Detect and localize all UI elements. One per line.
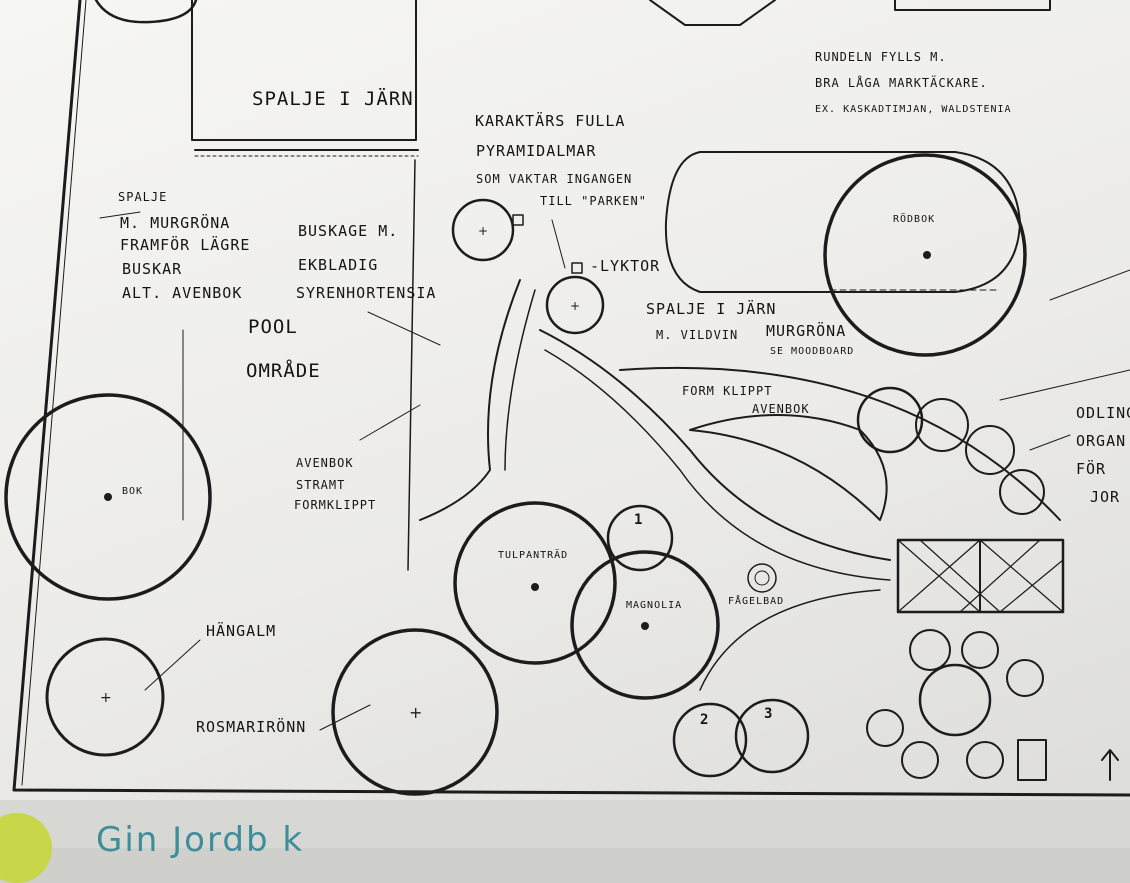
label-shrubs-3: SYRENHORTENSIA [296,284,437,302]
lantern-marker-1 [512,214,524,226]
label-red-beech: RÖDBOK [893,214,936,225]
weeping-elm-tree: + [45,637,165,757]
shrub-number-1: 1 [634,512,644,528]
label-roundel-3: EX. KASKADTIMJAN, WALDSTENIA [815,104,1012,115]
iron-trellis-top [194,149,419,157]
label-birdbath: FÅGELBAD [728,596,785,607]
label-trellis-left-4: BUSKAR [122,260,183,278]
gate-bottom-right [1017,739,1119,781]
label-lantern: -LYKTOR [590,257,661,275]
roundel-bed [664,151,1021,293]
property-boundary [12,0,1130,797]
label-pool-2: OMRÅDE [246,360,321,382]
footer-heading: Gin Jordb k [96,820,305,860]
tulip-tree [453,501,617,665]
label-hornbeam-2: STRAMT [296,478,346,492]
beech-tree [4,393,212,601]
pergola-trellis [896,538,1065,614]
label-trellis-vine-1: SPALJE I JÄRN [646,300,777,318]
garden-plan-drawing: + + + + [4,0,1130,797]
label-shrubs-2: EKBLADIG [298,256,379,274]
label-hedge-1: FORM KLIPPT [682,384,773,398]
label-roundel-2: BRA LÅGA MARKTÄCKARE. [815,76,988,90]
label-shrubs-1: BUSKAGE M. [298,222,399,240]
pyramid-elm-right: + [545,275,605,335]
annotation-leader-lines [99,211,1130,731]
label-hornbeam-1: AVENBOK [296,456,354,470]
label-tulip-tree: TULPANTRÄD [498,550,569,561]
label-hornbeam-3: FORMKLIPPT [294,498,377,512]
svg-text:+: + [100,690,112,706]
garden-paths [419,279,1061,691]
house-outline-right [649,0,1051,26]
label-pyramid-1: KARAKTÄRS FULLA [475,112,626,130]
label-trellis-left-1: SPALJE [118,190,168,204]
label-hedge-2: AVENBOK [752,402,810,416]
label-cultivation-1: ODLING [1076,404,1130,422]
shrub-number-2: 2 [700,712,710,728]
page-footer-strip [0,800,1130,848]
label-rowan: ROSMARIRÖNN [196,718,307,736]
label-trellis-left-3: FRAMFÖR LÄGRE [120,236,251,254]
pool-area-outline [182,159,416,571]
label-beech: BOK [122,486,144,497]
label-pyramid-2: PYRAMIDALMAR [476,142,597,160]
label-pyramid-3: SOM VAKTAR INGANGEN [476,172,633,186]
label-magnolia: MAGNOLIA [626,600,683,611]
svg-text:+: + [570,299,580,313]
label-pyramid-4: TILL "PARKEN" [540,194,647,208]
label-trellis-left-5: ALT. AVENBOK [122,284,243,302]
label-cultivation-4: JOR [1090,488,1121,506]
shrub-2 [672,702,748,778]
label-pool-1: POOL [248,316,298,338]
red-beech-tree [823,153,1027,357]
shrub-number-3: 3 [764,706,774,722]
birdbath [747,563,777,593]
shrub-1 [606,504,674,572]
label-cultivation-3: FÖR [1076,460,1107,478]
svg-text:+: + [478,224,488,238]
magnolia-tree [570,550,720,700]
house-outline-left [191,0,417,141]
label-trellis-left-2: M. MURGRÖNA [120,214,231,232]
shrub-3 [734,698,810,774]
label-trellis-vine-3: MURGRÖNA [766,322,847,340]
pyramid-elm-left: + [451,198,515,262]
label-trellis-vine-4: SE MOODBOARD [770,346,855,357]
label-trellis-vine-2: M. VILDVIN [656,328,739,342]
label-cultivation-2: ORGAN [1076,432,1127,450]
label-weeping-elm: HÄNGALM [206,622,277,640]
shrub-top-left [94,0,198,24]
clipped-hornbeam-hedge [689,414,888,521]
label-roundel-1: RUNDELN FYLLS M. [815,50,947,64]
lantern-marker-2 [571,262,583,274]
svg-text:+: + [409,703,422,722]
rowan-tree: + [331,628,499,796]
shrub-cluster-right [856,386,1045,779]
label-trellis-top: SPALJE I JÄRN [252,88,414,110]
